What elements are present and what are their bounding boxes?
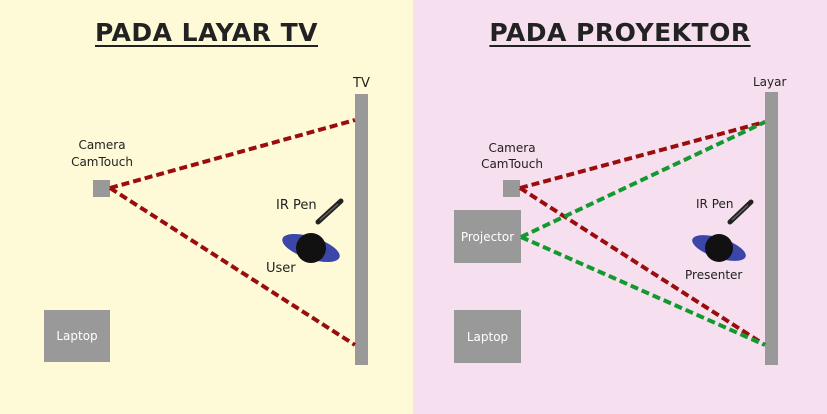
ir-pen-label: IR Pen bbox=[276, 198, 317, 213]
screen-label: Layar bbox=[753, 75, 787, 89]
projector-box: Projector bbox=[454, 210, 521, 263]
camera-label-line2: CamTouch bbox=[71, 155, 133, 169]
panel-projector: PADA PROYEKTOR Layar Camera CamTouch IR … bbox=[413, 0, 827, 414]
panel-tv: PADA LAYAR TV TV Camera CamTouch IR Pen … bbox=[0, 0, 413, 414]
camera-label-line2: CamTouch bbox=[481, 157, 543, 171]
laptop-box: Laptop bbox=[454, 310, 521, 363]
presenter-label: Presenter bbox=[685, 268, 743, 282]
user-label: User bbox=[266, 261, 296, 276]
camera-label-line1: Camera bbox=[488, 141, 536, 155]
panel-title-tv: PADA LAYAR TV bbox=[95, 18, 318, 47]
tv-label: TV bbox=[353, 76, 370, 91]
camera-label-line1: Camera bbox=[78, 138, 126, 152]
laptop-box: Laptop bbox=[44, 310, 110, 362]
panel-title-projector: PADA PROYEKTOR bbox=[489, 18, 751, 47]
ir-pen-label: IR Pen bbox=[696, 197, 734, 211]
